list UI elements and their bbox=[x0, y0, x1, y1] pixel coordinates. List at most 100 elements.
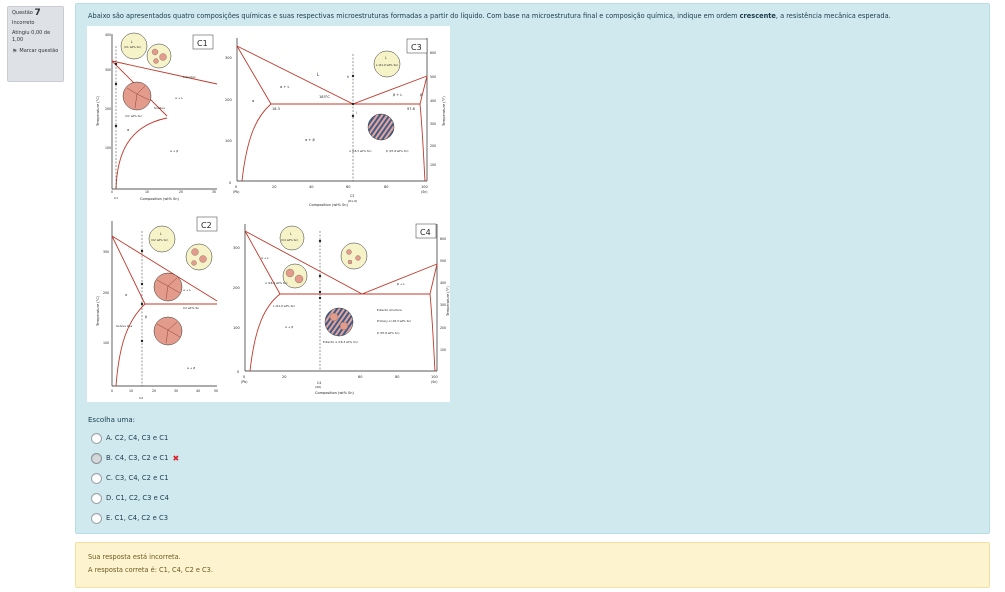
c1-alpha-liquid-micro bbox=[146, 43, 172, 69]
svg-text:β + L: β + L bbox=[393, 93, 402, 97]
svg-text:300: 300 bbox=[225, 56, 232, 60]
svg-text:20: 20 bbox=[282, 375, 286, 379]
svg-text:L (61.9 wt% Sn): L (61.9 wt% Sn) bbox=[273, 304, 295, 308]
c4-tag: C4 bbox=[420, 228, 431, 237]
svg-text:α (18.3 wt% Sn): α (18.3 wt% Sn) bbox=[349, 149, 372, 153]
feedback-correct-answer: A resposta correta é: C1, C4, C2 e C3. bbox=[88, 566, 213, 574]
c1-x-tick: 30 bbox=[212, 190, 216, 194]
svg-text:100: 100 bbox=[440, 348, 446, 352]
c4-eutectic-micro bbox=[324, 307, 354, 337]
option-e[interactable]: E. C1, C4, C2 e C3 bbox=[91, 508, 179, 528]
option-text: C1, C4, C2 e C3 bbox=[114, 514, 169, 522]
option-text: C1, C2, C3 e C4 bbox=[115, 494, 170, 502]
c4-alpha-liquid-micro bbox=[340, 242, 368, 270]
svg-text:Primary α (18.3 wt% Sn): Primary α (18.3 wt% Sn) bbox=[377, 319, 411, 323]
c1-x-axis-label: Composition (wt% Sn) bbox=[140, 197, 179, 201]
feedback-panel: Sua resposta está incorreta. A resposta … bbox=[75, 542, 990, 588]
svg-text:Liquidus: Liquidus bbox=[183, 75, 196, 79]
svg-text:Temperature (°F): Temperature (°F) bbox=[446, 286, 450, 317]
svg-text:α + L: α + L bbox=[175, 96, 183, 100]
option-c[interactable]: C. C3, C4, C2 e C1 bbox=[91, 468, 179, 488]
option-letter: D. bbox=[106, 494, 114, 502]
question-status: Incorreto bbox=[12, 20, 35, 26]
option-text: C2, C4, C3 e C1 bbox=[114, 434, 169, 442]
svg-text:L (61.9 wt% Sn): L (61.9 wt% Sn) bbox=[376, 63, 398, 67]
c2-tag: C2 bbox=[201, 221, 212, 230]
option-text: C4, C3, C2 e C1 bbox=[115, 454, 169, 462]
svg-text:β: β bbox=[145, 315, 147, 319]
svg-text:α + β: α + β bbox=[305, 138, 315, 142]
svg-text:300: 300 bbox=[233, 246, 240, 250]
svg-text:Temperature (°C): Temperature (°C) bbox=[96, 295, 100, 327]
svg-text:183°C: 183°C bbox=[319, 95, 330, 99]
svg-text:Solvus line: Solvus line bbox=[116, 324, 132, 328]
svg-text:Eutectic structure: Eutectic structure bbox=[377, 308, 402, 312]
c1-liquidus-line bbox=[111, 60, 218, 85]
radio-a[interactable] bbox=[91, 432, 102, 444]
svg-text:β + L: β + L bbox=[397, 282, 405, 286]
option-letter: E. bbox=[106, 514, 113, 522]
svg-text:(Sn): (Sn) bbox=[421, 190, 428, 194]
radio-d[interactable] bbox=[91, 492, 102, 504]
svg-text:C3: C3 bbox=[350, 194, 354, 198]
c1-y-tick: 300 bbox=[105, 68, 111, 72]
incorrect-x-icon: ✖ bbox=[172, 453, 180, 463]
option-d[interactable]: D. C1, C2, C3 e C4 bbox=[91, 488, 179, 508]
svg-text:0: 0 bbox=[229, 181, 231, 185]
option-a[interactable]: A. C2, C4, C3 e C1 bbox=[91, 428, 179, 448]
radio-e[interactable] bbox=[91, 512, 102, 524]
c2-liquid-micro bbox=[148, 225, 176, 253]
svg-text:500: 500 bbox=[430, 75, 436, 79]
diagram-c3: 300 200 100 0 600 500 400 300 200 100 Te… bbox=[225, 38, 446, 207]
svg-text:L: L bbox=[317, 72, 320, 77]
svg-text:β (97.8 wt% Sn): β (97.8 wt% Sn) bbox=[377, 331, 399, 335]
c4-liquid-micro bbox=[279, 225, 305, 251]
c1-solvus-line bbox=[115, 117, 168, 190]
svg-text:(C1 wt% Sn): (C1 wt% Sn) bbox=[124, 45, 141, 49]
svg-text:C4: C4 bbox=[317, 381, 321, 385]
option-letter: A. bbox=[106, 434, 113, 442]
svg-text:200: 200 bbox=[233, 286, 240, 290]
diagram-c1: Temperature (°C) Composition (wt% Sn) 40… bbox=[96, 32, 218, 201]
svg-text:β: β bbox=[420, 93, 422, 97]
svg-text:30: 30 bbox=[174, 389, 178, 393]
svg-text:100: 100 bbox=[225, 139, 232, 143]
radio-c[interactable] bbox=[91, 472, 102, 484]
svg-text:400: 400 bbox=[430, 99, 436, 103]
svg-text:i: i bbox=[356, 111, 357, 115]
svg-text:10: 10 bbox=[129, 389, 133, 393]
svg-text:100: 100 bbox=[430, 163, 436, 167]
svg-text:L: L bbox=[385, 56, 387, 60]
svg-text:60: 60 bbox=[346, 185, 350, 189]
svg-text:C1: C1 bbox=[114, 196, 118, 200]
svg-text:500: 500 bbox=[440, 259, 446, 263]
c2-alpha-liquid-micro bbox=[185, 243, 213, 271]
svg-text:0: 0 bbox=[237, 370, 239, 374]
svg-text:(C2 wt% Sn): (C2 wt% Sn) bbox=[151, 238, 168, 242]
svg-text:20: 20 bbox=[152, 389, 156, 393]
svg-text:80: 80 bbox=[395, 375, 399, 379]
svg-text:L: L bbox=[160, 232, 162, 236]
c1-y-tick: 100 bbox=[105, 146, 111, 150]
feedback-status: Sua resposta está incorreta. bbox=[88, 553, 181, 561]
svg-text:(Pb): (Pb) bbox=[233, 190, 239, 194]
svg-text:C2: C2 bbox=[139, 396, 143, 400]
flag-question-link[interactable]: ⚑ Marcar questão bbox=[12, 48, 59, 55]
svg-text:97.8: 97.8 bbox=[407, 107, 415, 111]
c3-tag: C3 bbox=[411, 43, 422, 52]
c1-tag: C1 bbox=[197, 39, 208, 48]
svg-text:100: 100 bbox=[421, 185, 428, 189]
c1-alpha-micro bbox=[122, 81, 152, 111]
svg-text:300: 300 bbox=[440, 303, 446, 307]
option-b[interactable]: B. C4, C3, C2 e C1 ✖ bbox=[91, 448, 179, 468]
question-info: Questão 7 Incorreto Atingiu 0,00 de 1,00… bbox=[7, 6, 64, 82]
c1-x-tick: 20 bbox=[179, 190, 183, 194]
phase-diagram-svg: Temperature (°C) Composition (wt% Sn) 40… bbox=[96, 32, 450, 400]
svg-text:C2 wt% Sn: C2 wt% Sn bbox=[183, 306, 199, 310]
c1-x-tick: 10 bbox=[145, 190, 149, 194]
svg-text:(40): (40) bbox=[315, 385, 321, 389]
radio-b[interactable] bbox=[91, 452, 102, 464]
option-letter: C. bbox=[106, 474, 113, 482]
c3-eutectic-micro bbox=[367, 113, 395, 141]
svg-text:600: 600 bbox=[440, 237, 446, 241]
